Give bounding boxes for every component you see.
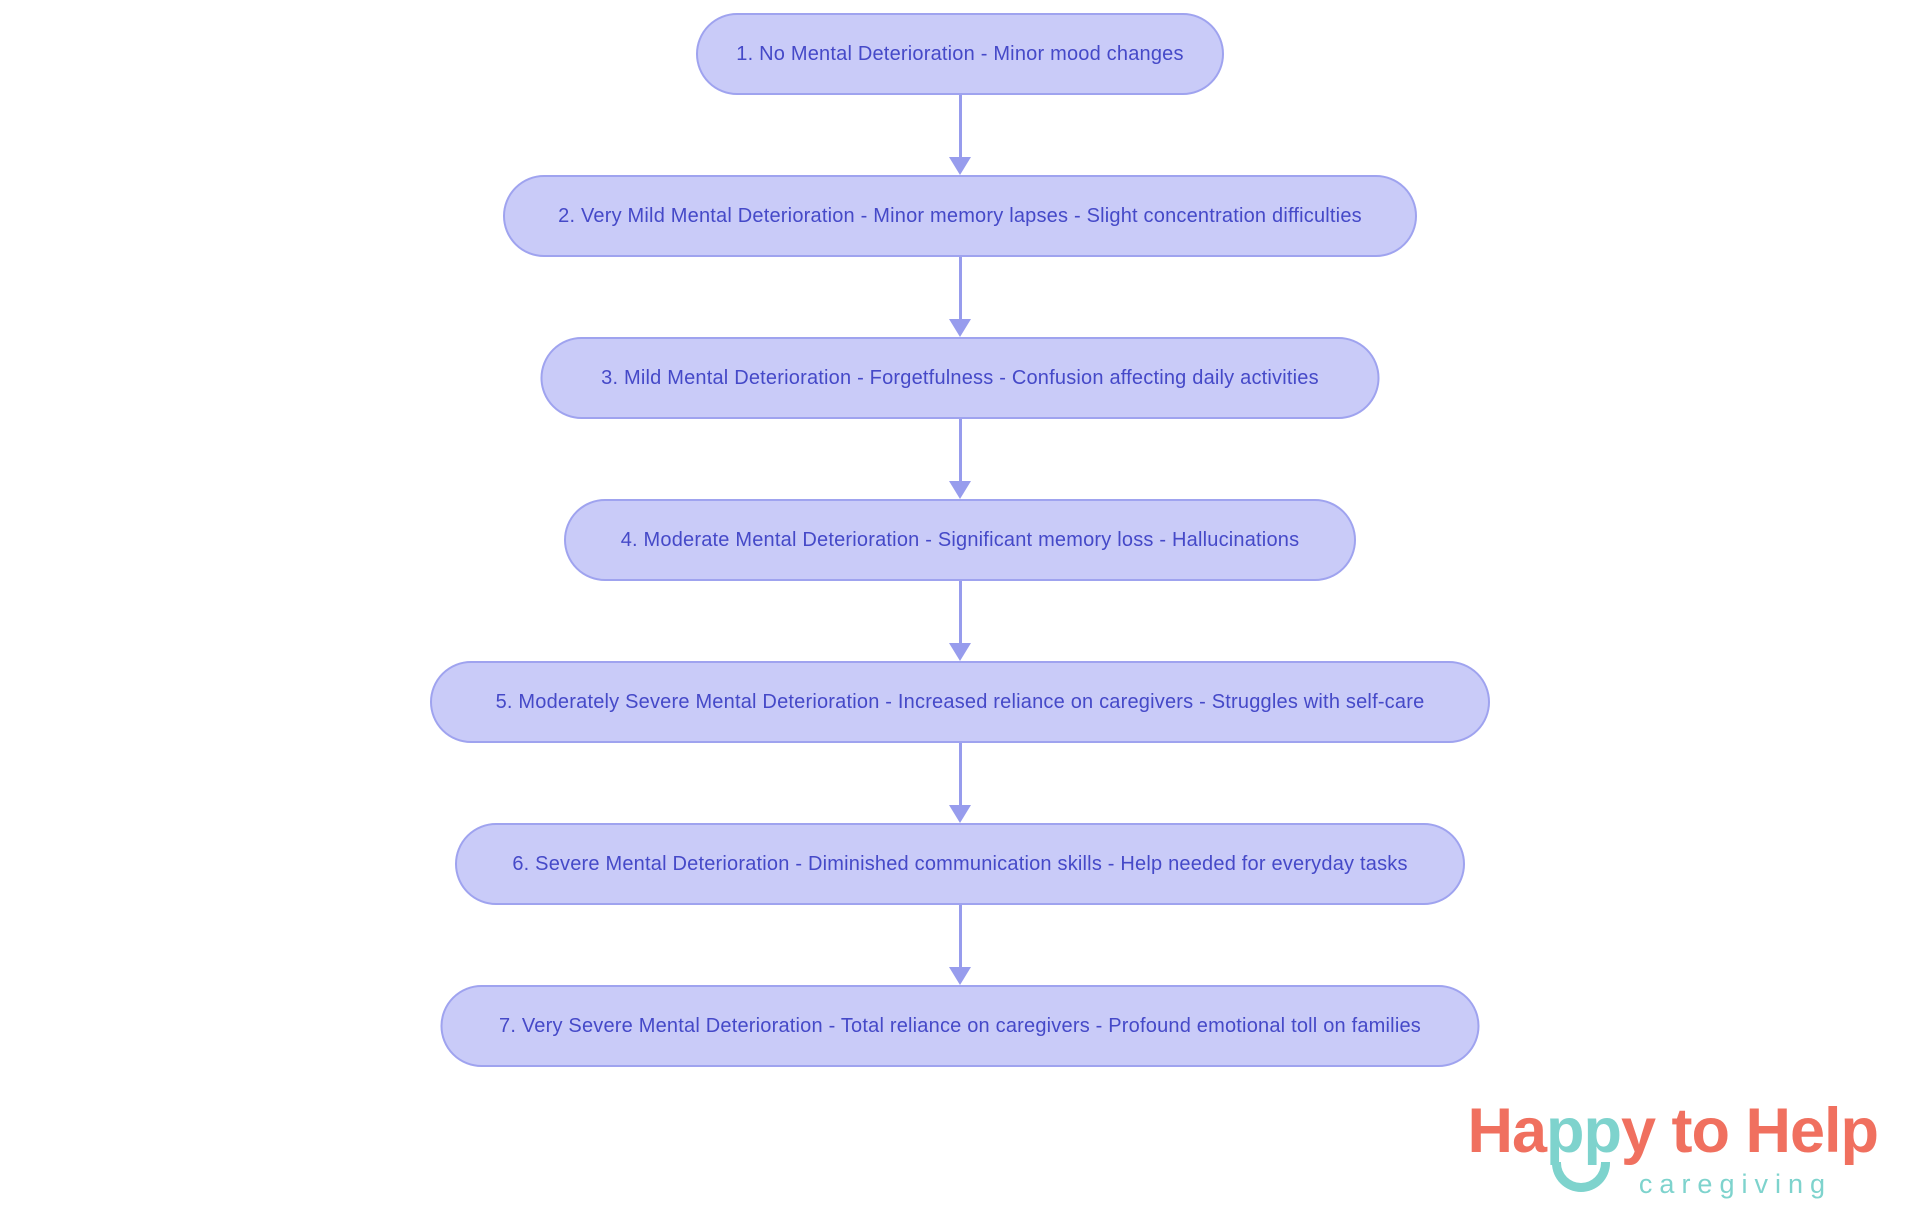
flow-node-4: 4. Moderate Mental Deterioration - Signi… (564, 499, 1356, 581)
arrow-shaft (958, 257, 962, 319)
arrow-head-icon (949, 481, 971, 499)
flow-node-1: 1. No Mental Deterioration - Minor mood … (696, 13, 1224, 95)
flow-node-3: 3. Mild Mental Deterioration - Forgetful… (540, 337, 1380, 419)
logo-wordmark-pp: pp (1546, 1096, 1622, 1166)
logo-subtitle: caregiving (1638, 1169, 1832, 1199)
flow-arrow-5 (948, 743, 972, 823)
arrow-shaft (958, 905, 962, 967)
logo-wordmark-segment: y to Help (1620, 1096, 1879, 1166)
logo-wordmark-segment: pp (1546, 1100, 1622, 1192)
flow-arrow-2 (948, 257, 972, 337)
arrow-head-icon (949, 805, 971, 823)
flow-node-7: 7. Very Severe Mental Deterioration - To… (440, 985, 1480, 1067)
flow-node-6: 6. Severe Mental Deterioration - Diminis… (455, 823, 1465, 905)
flow-node-5: 5. Moderately Severe Mental Deterioratio… (430, 661, 1490, 743)
flow-node-2: 2. Very Mild Mental Deterioration - Mino… (503, 175, 1417, 257)
arrow-head-icon (949, 643, 971, 661)
arrow-head-icon (949, 967, 971, 985)
arrow-head-icon (949, 157, 971, 175)
arrow-shaft (958, 743, 962, 805)
flow-arrow-3 (948, 419, 972, 499)
arrow-shaft (958, 95, 962, 157)
flow-arrow-4 (948, 581, 972, 661)
logo-wordmark-segment: Ha (1467, 1096, 1547, 1166)
flow-arrow-1 (948, 95, 972, 175)
arrow-head-icon (949, 319, 971, 337)
smile-icon (1552, 1162, 1610, 1192)
arrow-shaft (958, 419, 962, 481)
flow-arrow-6 (948, 905, 972, 985)
arrow-shaft (958, 581, 962, 643)
